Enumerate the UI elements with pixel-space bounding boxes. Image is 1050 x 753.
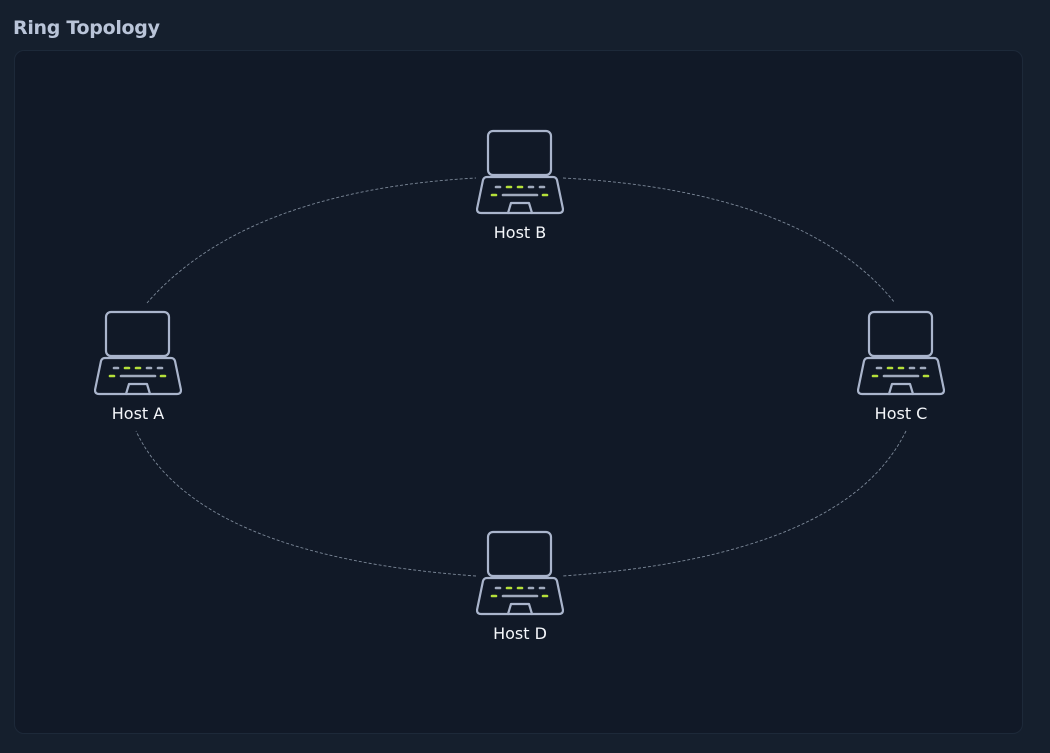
ring-links	[135, 177, 907, 577]
host-label: Host D	[493, 624, 547, 643]
diagram-canvas: Host B Host A	[14, 50, 1023, 734]
laptop-icon	[476, 530, 564, 616]
laptop-icon	[476, 129, 564, 215]
ring-link-a-b	[146, 177, 477, 304]
host-d-node[interactable]: Host D	[465, 530, 575, 650]
host-c-node[interactable]: Host C	[846, 310, 956, 430]
ring-link-d-a	[135, 430, 477, 577]
host-a-node[interactable]: Host A	[83, 310, 193, 430]
host-b-node[interactable]: Host B	[465, 129, 575, 249]
host-label: Host A	[111, 404, 165, 423]
page-title: Ring Topology	[13, 17, 160, 39]
laptop-icon	[857, 310, 945, 396]
ring-link-c-d	[562, 430, 907, 577]
ring-link-b-c	[562, 177, 896, 304]
laptop-icon	[94, 310, 182, 396]
host-label: Host C	[874, 404, 928, 423]
host-label: Host B	[493, 223, 547, 242]
